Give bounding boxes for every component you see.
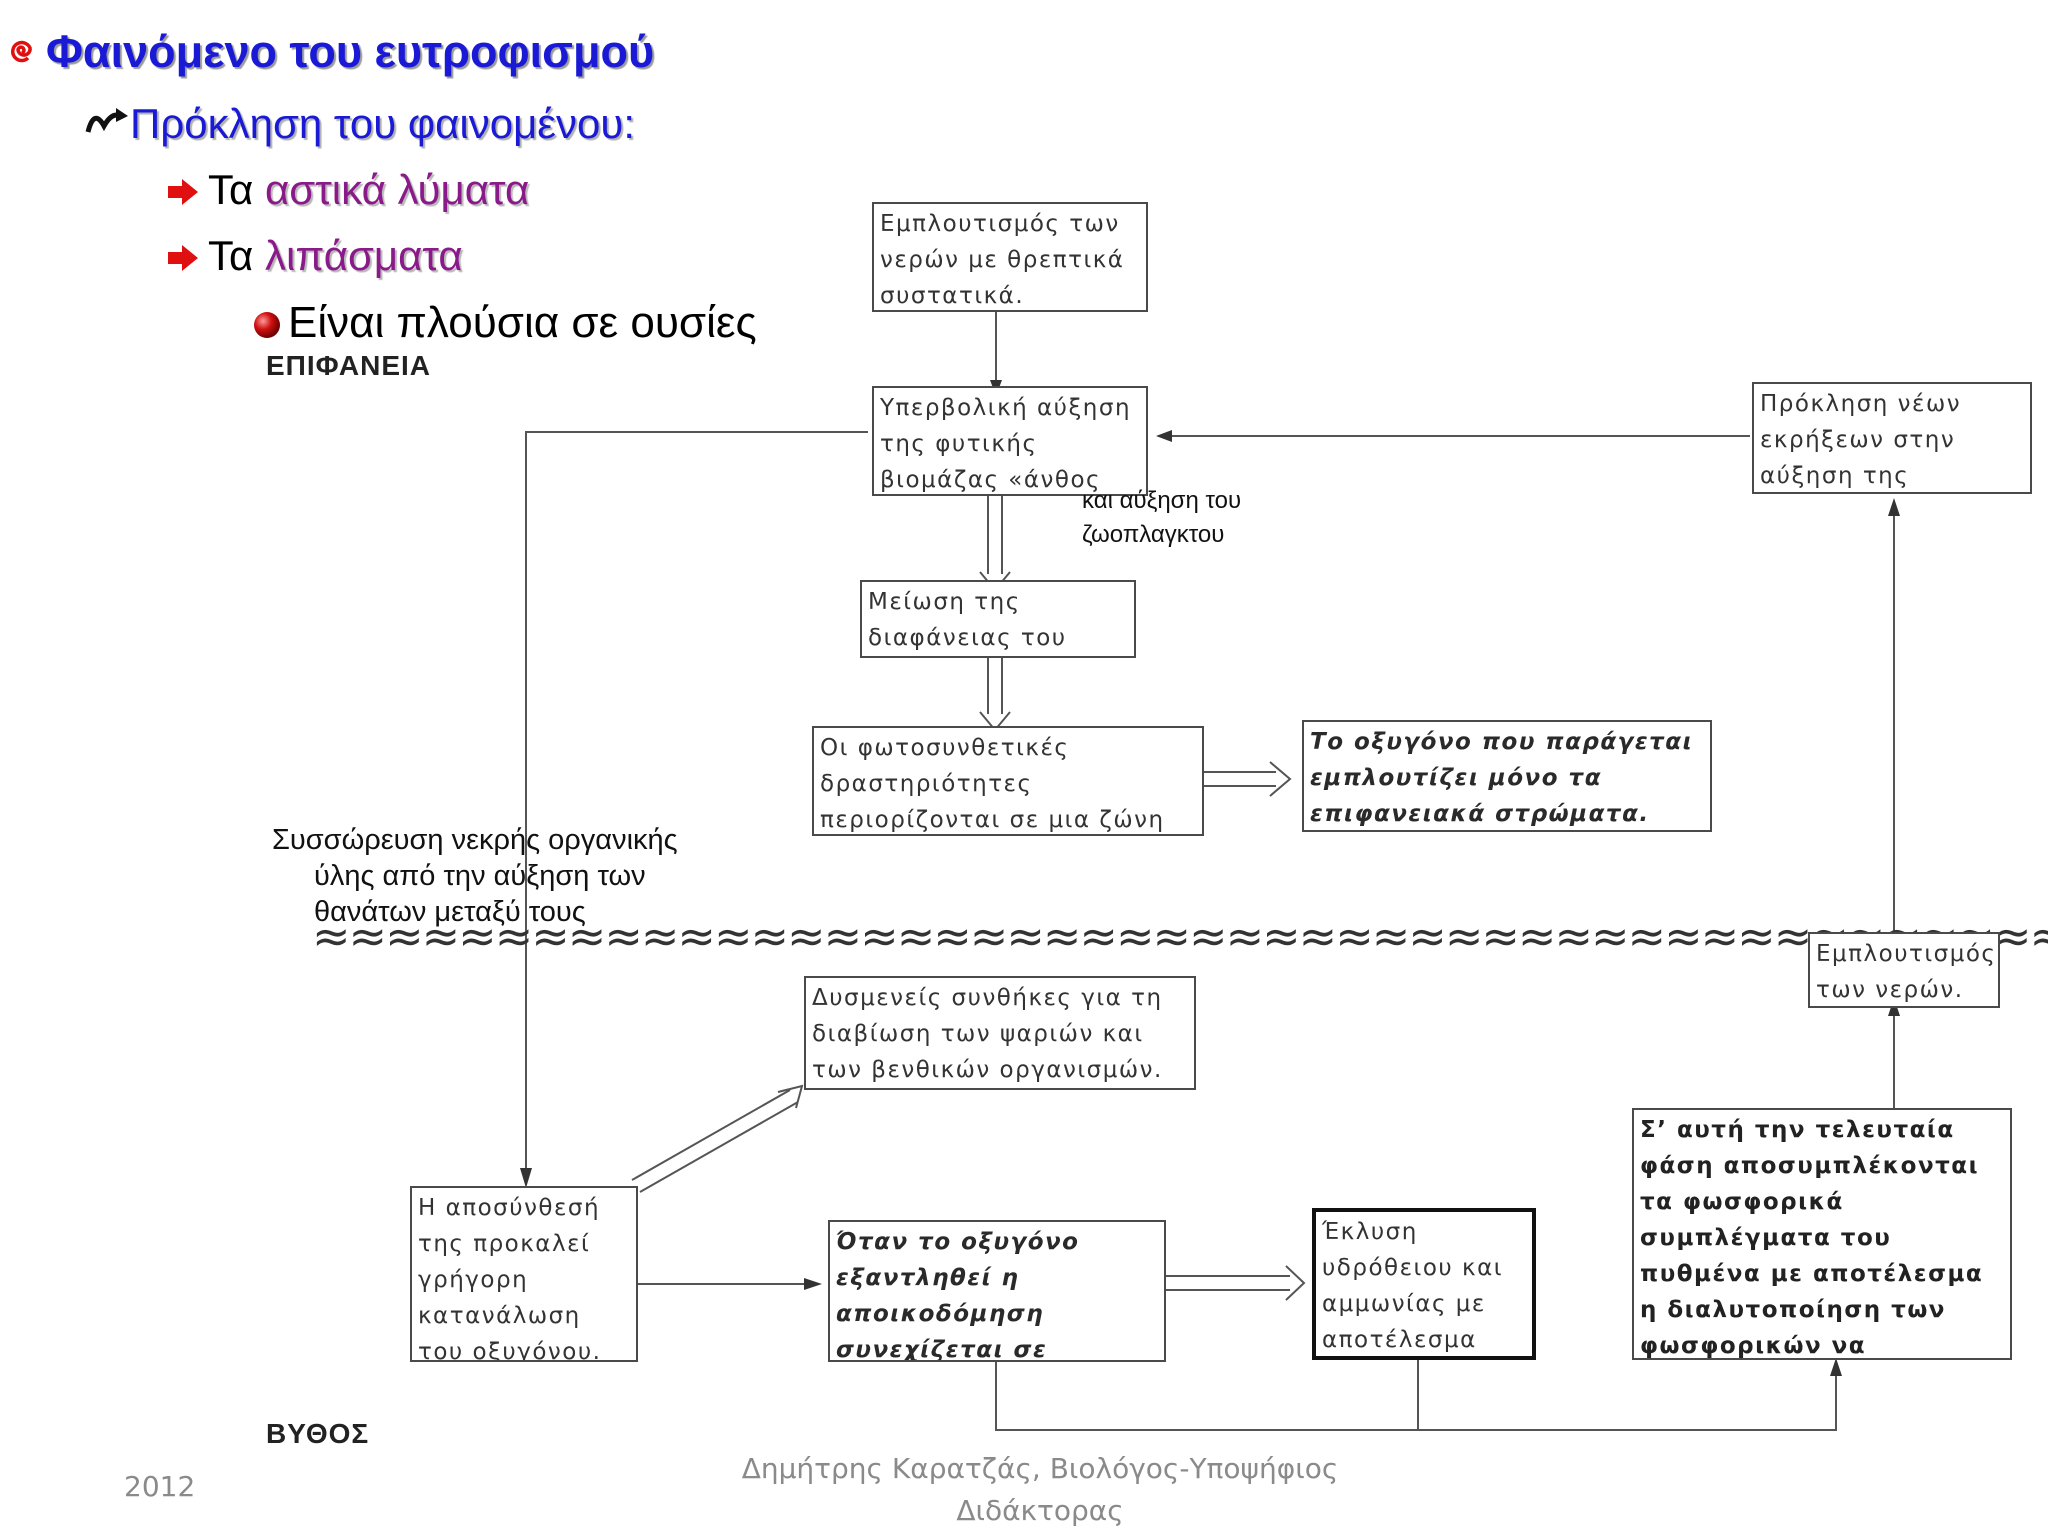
curved-arrow-bullet-icon — [85, 108, 128, 133]
footer-author: Δημήτρης Καρατζάς, Βιολόγος-Υποψήφιος Δι… — [700, 1448, 1380, 1532]
box-water-enrichment: Εμπλουτισμός των νερών. — [1808, 932, 2000, 1008]
bullet-fertilizers: Τα λιπάσματα — [208, 232, 463, 280]
water-surface-waves: ≈≈≈≈≈≈≈≈≈≈≈≈≈≈≈≈≈≈≈≈≈≈≈≈≈≈≈≈≈≈≈≈≈≈≈≈≈≈≈≈… — [312, 909, 2048, 963]
box-anaerobic: Όταν το οξυγόνο εξαντληθεί η αποικοδόμησ… — [828, 1220, 1166, 1362]
spiral-bullet-icon — [11, 40, 32, 63]
bullet-prefix: Τα — [208, 232, 265, 279]
footer-author-line-2: Διδάκτορας — [956, 1494, 1124, 1527]
label-surface: ΕΠΙΦΑΝΕΙΑ — [266, 350, 432, 381]
box-adverse-conditions: Δυσμενείς συνθήκες για τη διαβίωση των ψ… — [804, 976, 1196, 1090]
note-zooplankton: και αύξηση του ζωοπλαγκτου — [1082, 487, 1242, 548]
bullet-highlight: αστικά λύματα — [265, 166, 530, 213]
bullet-prefix: Τα — [208, 166, 265, 213]
accumulation-line-2: ύλης από την αύξηση των — [314, 860, 646, 892]
box-new-blooms: Πρόκληση νέων εκρήξεων στην αύξηση της χ… — [1752, 382, 2032, 494]
box-excess-growth: Υπερβολική αύξηση της φυτικής βιομάζας «… — [872, 386, 1148, 496]
accumulation-note: Συσσώρευση νεκρής οργανικής ύλης από την… — [272, 822, 678, 930]
bullet-rich-substances: Είναι πλούσια σε ουσίες — [288, 298, 757, 347]
slide-title: Φαινόμενο του ευτροφισμού — [46, 26, 655, 77]
box-enrichment: Εμπλουτισμός των νερών με θρεπτικά συστα… — [872, 202, 1148, 312]
label-bottom: ΒΥΘΟΣ — [266, 1418, 370, 1449]
box-photosynthesis: Οι φωτοσυνθετικές δραστηριότητες περιορί… — [812, 726, 1204, 836]
red-ball-bullet-icon — [254, 312, 280, 338]
red-arrow-bullet-icon — [168, 179, 198, 205]
box-release: Έκλυση υδρόθειου και αμμωνίας με αποτέλε… — [1312, 1208, 1536, 1360]
slide-subtitle: Πρόκληση του φαινομένου: — [130, 100, 636, 147]
box-oxygen-surface: Το οξυγόνο που παράγεται εμπλουτίζει μόν… — [1302, 720, 1712, 832]
box-final-phase: Σ’ αυτή την τελευταία φάση αποσυμπλέκοντ… — [1632, 1108, 2012, 1360]
accumulation-line-1: Συσσώρευση νεκρής οργανικής — [272, 824, 678, 856]
footer-author-line-1: Δημήτρης Καρατζάς, Βιολόγος-Υποψήφιος — [741, 1452, 1339, 1485]
bullet-urban-sewage: Τα αστικά λύματα — [208, 166, 529, 214]
box-decomposition: Η αποσύνθεσή της προκαλεί γρήγορη κατανά… — [410, 1186, 638, 1362]
box-transparency: Μείωση της διαφάνειας του νερού. — [860, 580, 1136, 658]
bullet-highlight: λιπάσματα — [265, 232, 463, 279]
accumulation-line-3: θανάτων μεταξύ τους — [314, 896, 586, 928]
red-arrow-bullet-icon — [168, 245, 198, 271]
footer-year: 2012 — [124, 1470, 196, 1503]
